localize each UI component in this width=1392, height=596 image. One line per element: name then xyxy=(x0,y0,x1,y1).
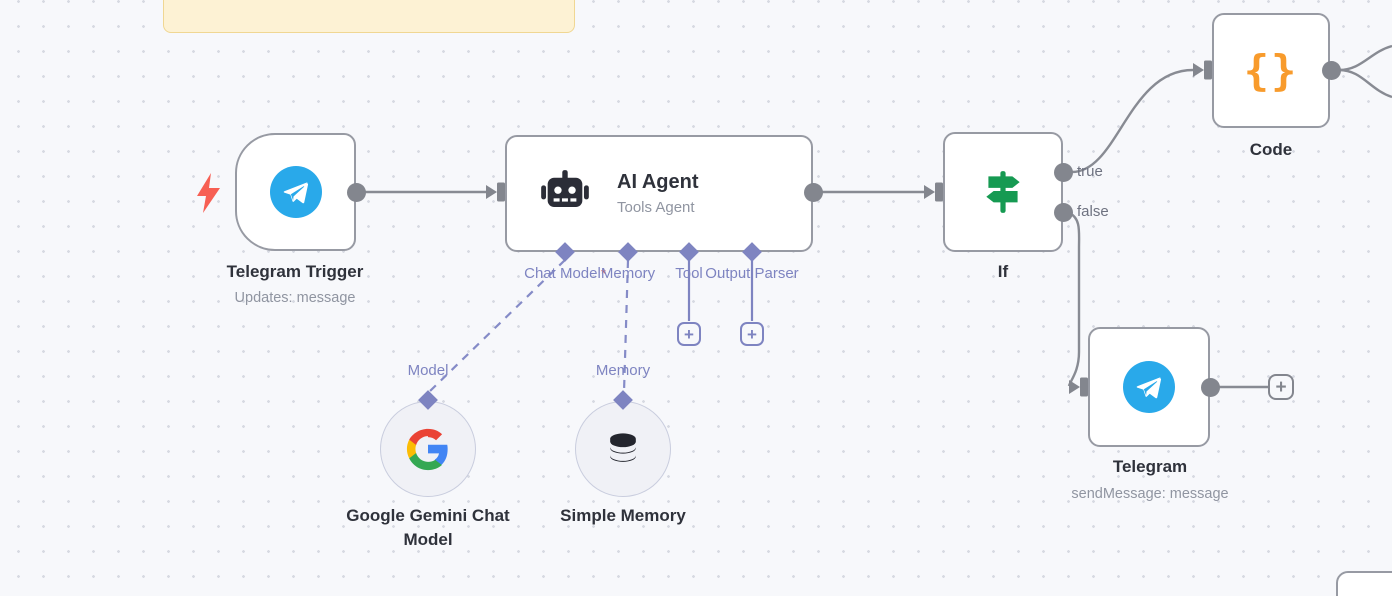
if-input-port[interactable] xyxy=(935,182,943,202)
memory-sub-connector-label: Memory xyxy=(595,362,651,379)
arrowhead-icon xyxy=(924,185,935,199)
add-tool-button[interactable]: + xyxy=(677,322,701,346)
arrowhead-icon xyxy=(486,185,497,199)
telegram-label: Telegram xyxy=(1112,457,1188,476)
trigger-output-dot[interactable] xyxy=(347,182,366,202)
trigger-sublabel: Updates: message xyxy=(234,290,356,306)
if-true-label: true xyxy=(1077,163,1103,180)
telegram-input-port[interactable] xyxy=(1080,377,1088,397)
telegram-sublabel: sendMessage: message xyxy=(1071,486,1229,502)
robot-icon xyxy=(541,169,589,207)
add-next-node-button[interactable]: + xyxy=(1268,374,1294,400)
if-false-label: false xyxy=(1077,203,1109,220)
tool-connector-label: Tool xyxy=(675,265,703,282)
database-icon xyxy=(610,433,636,462)
trigger-label: Telegram Trigger xyxy=(226,262,364,281)
edge-code-out-bottom[interactable] xyxy=(1338,68,1392,99)
edge-code-out-top[interactable] xyxy=(1338,44,1392,72)
code-input-port[interactable] xyxy=(1204,60,1212,80)
chat-model-connector-label: Chat Model* xyxy=(524,265,606,282)
telegram-icon xyxy=(1123,361,1175,413)
required-asterisk: * xyxy=(600,266,606,281)
if-label: If xyxy=(997,262,1009,281)
google-icon xyxy=(406,428,448,471)
node-partial-bottom-right[interactable] xyxy=(1336,571,1392,596)
telegram-output-dot[interactable] xyxy=(1201,377,1220,397)
agent-title: AI Agent xyxy=(617,171,699,193)
node-telegram[interactable] xyxy=(1088,327,1210,447)
agent-output-dot[interactable] xyxy=(804,182,823,202)
arrowhead-icon xyxy=(1193,63,1204,77)
if-false-output-dot[interactable] xyxy=(1054,202,1073,222)
node-telegram-trigger[interactable] xyxy=(235,133,356,251)
output-parser-connector-label: Output Parser xyxy=(705,265,799,282)
chat-model-text: Chat Model xyxy=(524,265,601,282)
signpost-icon xyxy=(986,171,1020,213)
sticky-note[interactable] xyxy=(163,0,575,33)
edge-if-false-to-telegram[interactable] xyxy=(1067,211,1081,387)
node-ai-agent[interactable]: AI Agent Tools Agent xyxy=(505,135,813,252)
add-output-parser-button[interactable]: + xyxy=(740,322,764,346)
code-label: Code xyxy=(1249,140,1293,159)
telegram-icon xyxy=(269,166,322,218)
memory-connector-label: Memory xyxy=(600,265,656,282)
arrowhead-icon xyxy=(1069,380,1080,394)
code-output-dot[interactable] xyxy=(1321,60,1341,80)
node-code[interactable]: {} xyxy=(1212,13,1330,128)
node-google-gemini-chat-model[interactable] xyxy=(380,401,476,497)
node-if[interactable] xyxy=(943,132,1063,252)
simple-memory-label: Simple Memory xyxy=(560,506,686,525)
agent-input-port[interactable] xyxy=(497,182,505,202)
gemini-label: Google Gemini Chat Model xyxy=(346,506,510,549)
node-simple-memory[interactable] xyxy=(575,401,671,497)
agent-subtitle: Tools Agent xyxy=(617,199,695,216)
model-connector-label: Model xyxy=(407,362,449,379)
edge-if-true-to-code[interactable] xyxy=(1071,68,1194,174)
code-braces-icon: {} xyxy=(1243,46,1299,95)
if-true-output-dot[interactable] xyxy=(1054,162,1073,182)
trigger-bolt-icon xyxy=(197,173,220,213)
